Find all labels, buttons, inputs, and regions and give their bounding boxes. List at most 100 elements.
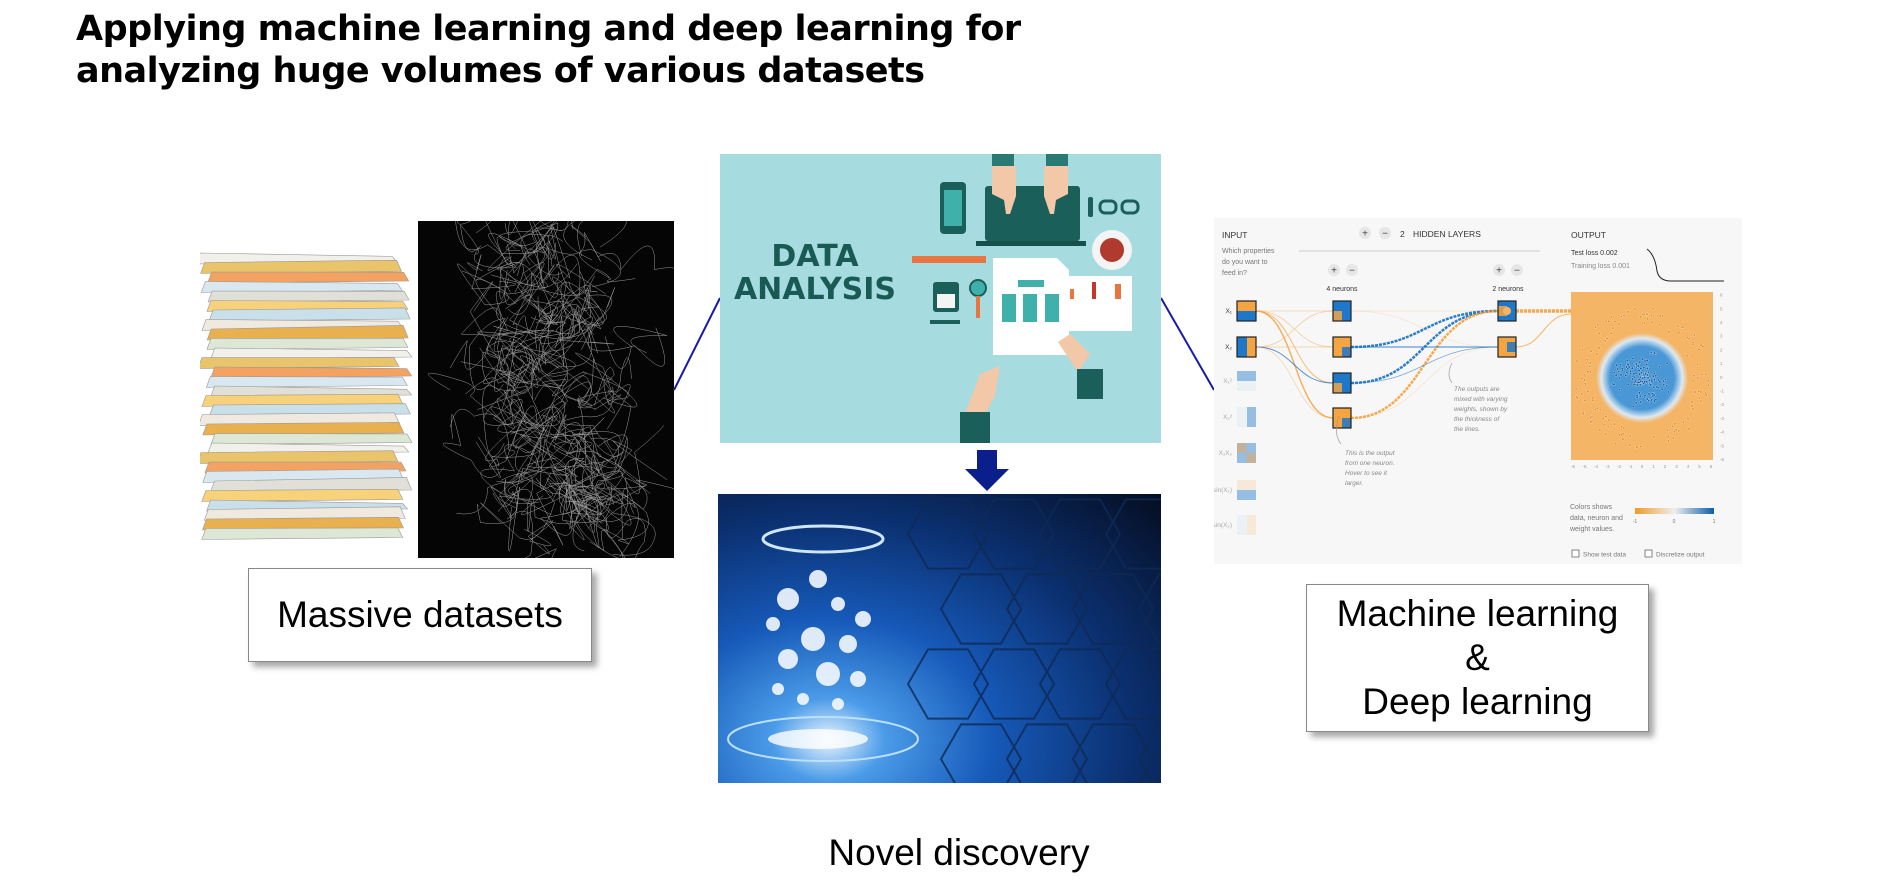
weight-link[interactable] — [1350, 346, 1499, 419]
x-axis-tick: -2 — [1617, 464, 1621, 469]
neuron-node[interactable] — [1332, 336, 1352, 358]
y-axis-tick: 4 — [1720, 320, 1723, 325]
glasses-icon — [1088, 197, 1140, 217]
neuron-node[interactable] — [1497, 336, 1517, 358]
dl-label: Deep learning — [1362, 681, 1593, 722]
ampersand-label: & — [1465, 637, 1490, 678]
ruler-icon — [912, 256, 986, 263]
magnifier-icon — [969, 279, 987, 318]
output-title: OUTPUT — [1571, 230, 1606, 240]
left-connector-line — [673, 297, 721, 391]
feature-1[interactable]: X₂ — [1225, 336, 1257, 358]
neuron-node[interactable] — [1497, 300, 1517, 322]
scribble-portrait-image — [418, 221, 674, 558]
feature-label: X₁² — [1223, 378, 1233, 385]
minus-icon: − — [1382, 229, 1388, 240]
feature-label: X₂ — [1225, 344, 1232, 351]
massive-datasets-box: Massive datasets — [248, 568, 592, 662]
discretize-output-checkbox[interactable]: Discretize output — [1644, 549, 1705, 559]
novel-discovery-image — [718, 494, 1161, 783]
layer2-remove-neuron-button[interactable]: − — [1511, 264, 1523, 277]
x-axis-tick: 2 — [1664, 464, 1667, 469]
y-axis-tick: -2 — [1720, 402, 1724, 407]
x-axis-tick: 1 — [1652, 464, 1655, 469]
input-question: Which properties — [1222, 248, 1275, 255]
y-axis-tick: 3 — [1720, 334, 1723, 339]
ml-label: Machine learning — [1336, 593, 1619, 634]
colors-note: data, neuron and — [1570, 515, 1623, 522]
feature-label: X₁X₂ — [1219, 450, 1233, 457]
minus-icon: − — [1349, 266, 1355, 277]
x-axis-tick: -1 — [1628, 464, 1632, 469]
laptop-icon — [976, 186, 1086, 246]
weight-link[interactable] — [1350, 346, 1499, 384]
y-axis-tick: 6 — [1720, 293, 1723, 298]
feature-4[interactable]: X₁X₂ — [1219, 443, 1256, 463]
feature-label: sin(X₁) — [1214, 487, 1232, 494]
neuron-node[interactable] — [1332, 372, 1352, 394]
feature-label: sin(X₂) — [1214, 522, 1232, 529]
phone-icon — [940, 182, 966, 234]
feature-label: X₁ — [1225, 308, 1232, 315]
weight-link[interactable] — [1350, 309, 1499, 420]
hidden-layers-count: 2 — [1400, 229, 1405, 239]
data-analysis-image: DATA ANALYSIS — [720, 154, 1161, 443]
calculator-icon — [933, 282, 959, 312]
neuron-annotation: This is the output from one neuron. Hove… — [1336, 415, 1396, 487]
x-axis-tick: 4 — [1687, 464, 1690, 469]
slide-title: Applying machine learning and deep learn… — [76, 8, 1021, 92]
weight-link[interactable] — [1255, 346, 1334, 384]
remove-layer-button[interactable]: − — [1379, 227, 1391, 240]
svg-text:from one neuron.: from one neuron. — [1345, 460, 1395, 467]
novel-discovery-label: Novel discovery — [828, 832, 1090, 873]
colors-note: weight values. — [1569, 526, 1614, 533]
plus-icon: + — [1331, 266, 1337, 277]
weight-link[interactable] — [1350, 310, 1499, 348]
weight-link[interactable] — [1255, 346, 1334, 419]
x-axis-tick: 3 — [1675, 464, 1678, 469]
layer1-add-neuron-button[interactable]: + — [1328, 264, 1340, 277]
y-axis-tick: -3 — [1720, 416, 1724, 421]
show-test-data-label: Show test data — [1583, 552, 1626, 559]
y-axis-tick: -1 — [1720, 389, 1724, 394]
neuron-node[interactable] — [1332, 407, 1352, 429]
y-axis-tick: 0 — [1720, 375, 1723, 380]
svg-text:Hover to see it: Hover to see it — [1345, 470, 1388, 477]
feature-5[interactable]: sin(X₁) — [1214, 480, 1256, 500]
weight-link[interactable] — [1255, 310, 1334, 348]
colorbar-tick: 0 — [1673, 519, 1676, 525]
neuron-node[interactable] — [1332, 300, 1352, 322]
feature-0[interactable]: X₁ — [1225, 300, 1257, 322]
feature-label: X₂² — [1223, 414, 1233, 421]
output-heatmap[interactable] — [1571, 292, 1713, 460]
layer2-add-neuron-button[interactable]: + — [1493, 264, 1505, 277]
input-question: do you want to — [1222, 259, 1268, 266]
y-axis-tick: -6 — [1720, 457, 1724, 462]
x-axis-tick: -5 — [1582, 464, 1586, 469]
discretize-output-label: Discretize output — [1656, 552, 1705, 559]
color-scale-bar — [1635, 508, 1714, 514]
colors-note: Colors shows — [1570, 504, 1613, 511]
minus-icon: − — [1514, 266, 1520, 277]
svg-text:This is the output: This is the output — [1345, 450, 1396, 457]
feature-2[interactable]: X₁² — [1223, 371, 1256, 391]
show-test-data-checkbox[interactable]: Show test data — [1571, 549, 1626, 559]
x-axis-tick: -6 — [1571, 464, 1575, 469]
x-axis-tick: -3 — [1605, 464, 1609, 469]
layer1-remove-neuron-button[interactable]: − — [1346, 264, 1358, 277]
plus-icon: + — [1496, 266, 1502, 277]
plus-icon: + — [1362, 229, 1368, 240]
x-axis-tick: -4 — [1594, 464, 1598, 469]
y-axis-tick: 2 — [1720, 347, 1723, 352]
ml-dl-box: Machine learning & Deep learning — [1306, 584, 1649, 732]
feature-6[interactable]: sin(X₂) — [1214, 515, 1256, 535]
report-sheet-icon — [1060, 276, 1132, 331]
neural-network-playground: INPUT Which properties do you want to fe… — [1214, 218, 1742, 564]
weights-annotation: The outputs are mixed with varying weigh… — [1448, 362, 1508, 433]
feature-3[interactable]: X₂² — [1223, 407, 1256, 427]
weight-link[interactable] — [1515, 313, 1572, 348]
slide-title-line-2: analyzing huge volumes of various datase… — [76, 51, 925, 91]
hidden-layers-label: HIDDEN LAYERS — [1413, 229, 1481, 239]
add-layer-button[interactable]: + — [1359, 227, 1371, 240]
x-axis-tick: 6 — [1710, 464, 1713, 469]
